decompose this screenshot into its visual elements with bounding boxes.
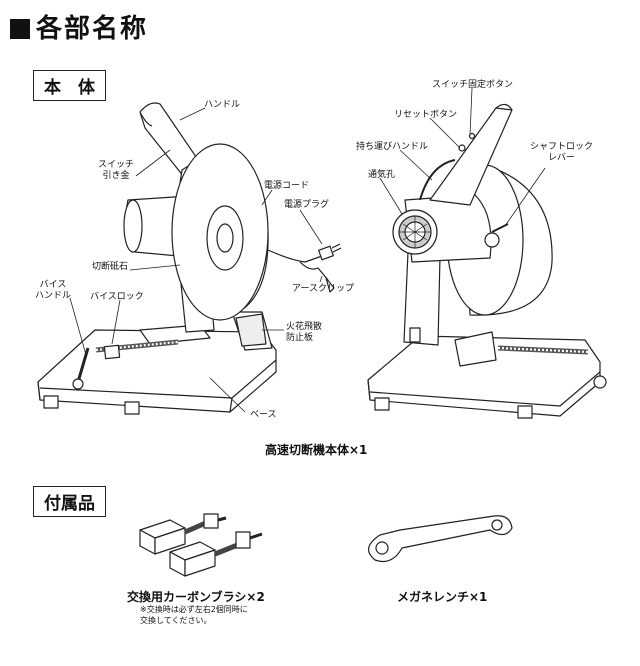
caption-main-unit: 高速切断機本体×1 xyxy=(265,443,368,457)
label-vise-handle: バイス ハンドル xyxy=(35,280,72,301)
right-machine-illustration xyxy=(367,103,607,419)
carbon-brush-illustration xyxy=(139,513,263,577)
label-base: ベース xyxy=(250,410,277,420)
label-reset-button: リセットボタン xyxy=(394,110,458,120)
label-earth-clip: アースクリップ xyxy=(292,284,355,294)
label-switch-trigger: スイッチ 引き金 xyxy=(98,160,135,181)
label-vise-lock: バイスロック xyxy=(90,292,144,302)
left-leader-lines xyxy=(69,107,323,413)
label-spark-guard: 火花飛散 防止板 xyxy=(286,322,323,343)
label-cutting-wheel: 切断砥石 xyxy=(92,262,129,272)
label-power-plug: 電源プラグ xyxy=(284,200,330,210)
wrench-illustration xyxy=(368,515,513,563)
label-switch-lock-button: スイッチ固定ボタン xyxy=(432,80,514,90)
left-machine-illustration xyxy=(37,102,342,415)
label-carry-handle: 持ち運びハンドル xyxy=(356,142,429,152)
caption-carbon-brush: 交換用カーボンブラシ×2 xyxy=(127,590,265,604)
label-handle: ハンドル xyxy=(204,100,241,110)
section-label-accessories: 付属品 xyxy=(33,486,106,517)
title-square-icon xyxy=(10,19,30,39)
right-leader-lines xyxy=(379,87,546,227)
label-power-cord: 電源コード xyxy=(264,181,310,191)
label-shaft-lock-lever: シャフトロック レバー xyxy=(530,142,594,163)
section-label-body: 本 体 xyxy=(33,70,106,101)
caption-wrench: メガネレンチ×1 xyxy=(397,590,488,604)
page-title: 各部名称 xyxy=(10,8,148,45)
brush-replacement-note: ※交換時は必ず左右2個同時に 交換してください。 xyxy=(140,605,248,625)
label-vent: 通気孔 xyxy=(368,170,396,180)
